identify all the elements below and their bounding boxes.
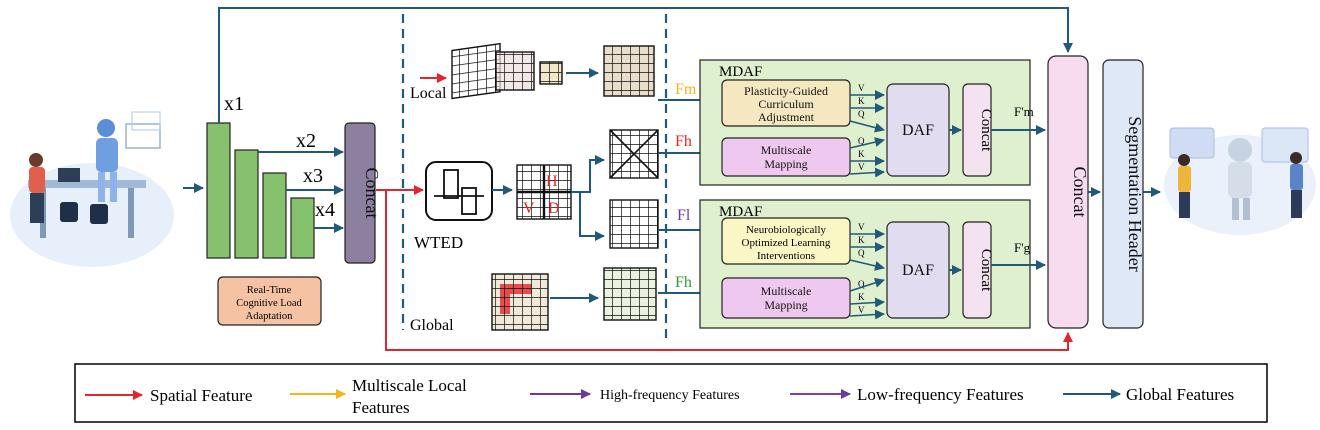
encoder-concat-box <box>344 122 376 264</box>
neuro-line3: Interventions <box>757 250 815 262</box>
legend-low-frequency: Low-frequency Features <box>857 385 1024 404</box>
qkv-top-k2: K <box>858 149 865 159</box>
daf-top-label: DAF <box>902 122 934 139</box>
legend-global: Global Features <box>1126 385 1234 404</box>
qkv-top-q1: Q <box>858 109 865 119</box>
feature-fm: Fm <box>675 81 697 98</box>
wavelet-subbands <box>516 164 572 220</box>
segmentation-header-box <box>1102 59 1144 329</box>
scale-x1: x1 <box>224 93 244 115</box>
person-robot-workstation-icon <box>10 111 174 267</box>
high-frequency-grid <box>609 129 659 179</box>
qkv-bottom-v2: V <box>858 305 865 315</box>
feature-fl: Fl <box>677 207 691 224</box>
scale-x2: x2 <box>296 130 316 152</box>
realtime-line1: Real-Time <box>247 285 292 296</box>
legend-multiscale-line2: Features <box>352 398 410 417</box>
low-frequency-grid <box>609 199 659 249</box>
qkv-top-v2: V <box>858 162 865 172</box>
subband-d: D <box>548 200 560 217</box>
realtime-cognitive-box <box>217 276 322 326</box>
segmentation-header-label: Segmentation Header <box>1125 116 1145 271</box>
scale-x4: x4 <box>315 199 335 221</box>
plasticity-line1: Plasticity-Guided <box>744 84 828 98</box>
qkv-top-q2: Q <box>858 136 865 146</box>
multiscale-bottom-line2: Mapping <box>764 298 807 312</box>
subband-h: H <box>546 173 558 190</box>
concat-bottom-box <box>962 221 992 319</box>
legend-multiscale-line1: Multiscale Local <box>352 376 467 395</box>
people-robot-dashboard-icon <box>1164 127 1316 235</box>
wted-label: WTED <box>414 233 463 252</box>
fusion-concat-label: Concat <box>1070 167 1090 218</box>
global-fused-grid <box>603 267 657 321</box>
realtime-line2: Cognitive Load <box>236 298 302 309</box>
multiscale-top-box <box>721 137 851 177</box>
qkv-top-k1: K <box>858 96 865 106</box>
wavelet-transform-icon <box>425 161 493 221</box>
output-fm: F'm <box>1014 104 1034 119</box>
plasticity-line2: Curriculum <box>758 97 814 111</box>
qkv-bottom-q2: Q <box>858 279 865 289</box>
qkv-bottom-q1: Q <box>858 248 865 258</box>
local-grids <box>451 42 563 100</box>
encoder-bars <box>206 122 315 259</box>
qkv-bottom-k1: K <box>858 235 865 245</box>
neuro-line2: Optimized Learning <box>742 237 831 249</box>
multiscale-top-line2: Mapping <box>764 157 807 171</box>
feature-fh-top: Fh <box>675 133 692 150</box>
encoder-concat-label: Concat <box>362 168 382 219</box>
multiscale-bottom-box <box>721 277 851 319</box>
qkv-top-v1: V <box>858 83 865 93</box>
multiscale-bottom-line1: Multiscale <box>761 284 812 298</box>
qkv-bottom-v1: V <box>858 222 865 232</box>
neuro-line1: Neurobiologically <box>746 224 827 236</box>
global-label: Global <box>410 317 454 334</box>
plasticity-box <box>721 79 851 127</box>
legend-spatial: Spatial Feature <box>150 386 252 405</box>
plasticity-line3: Adjustment <box>758 110 815 124</box>
global-input-grid <box>491 273 549 331</box>
daf-bottom-label: DAF <box>902 262 934 279</box>
concat-bottom-label: Concat <box>978 249 994 292</box>
multiscale-top-line1: Multiscale <box>761 143 812 157</box>
mdaf-bottom-title: MDAF <box>719 204 762 220</box>
local-fused-grid <box>603 45 655 97</box>
neuro-box <box>721 217 851 265</box>
mdaf-top-title: MDAF <box>719 64 762 80</box>
qkv-bottom-k2: K <box>858 292 865 302</box>
subband-v: V <box>523 200 535 217</box>
concat-top-label: Concat <box>978 109 994 152</box>
output-fg: F'g <box>1014 240 1031 255</box>
realtime-line3: Adaptation <box>246 311 293 322</box>
local-label: Local <box>410 85 447 102</box>
scale-x3: x3 <box>303 165 323 187</box>
feature-fh-bottom: Fh <box>675 274 692 291</box>
legend-high-frequency: High-frequency Features <box>600 388 740 403</box>
